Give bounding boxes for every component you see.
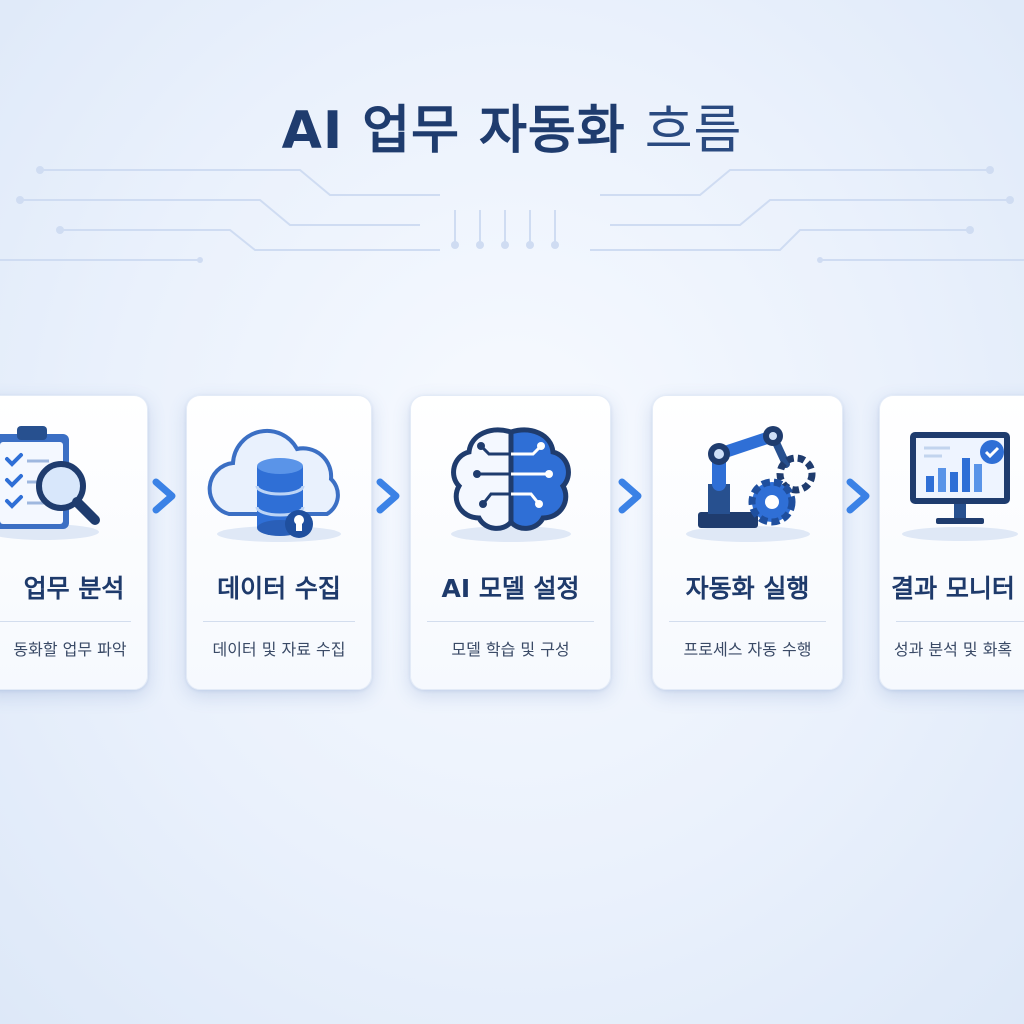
divider [669,621,826,622]
circuit-decoration [0,166,1024,263]
step-title: AI 모델 설정 [441,574,580,603]
monitor-chart-icon [875,414,1024,549]
step-desc: 모델 학습 및 구성 [451,640,570,659]
step-card-data: 데이터 수집 데이터 및 자료 수집 [186,395,372,690]
robot-arm-gear-icon [653,414,842,549]
cloud-database-icon [187,414,371,549]
chevron-right-icon [618,478,642,514]
step-card-analysis: 업무 분석 동화할 업무 파악 [0,395,148,690]
step-title: 데이터 수집 [217,574,341,603]
step-desc: 데이터 및 자료 수집 [212,640,346,659]
title-main: AI 업무 자동화 [281,101,626,161]
clipboard-magnifier-icon [0,414,127,549]
divider [896,621,1024,622]
step-card-monitor: 결과 모니터 성과 분석 및 화혹 [879,395,1024,690]
step-title: 업무 분석 [23,574,125,603]
circuit-brain-icon [411,414,610,549]
step-title: 자동화 실행 [685,574,810,603]
divider [0,621,131,622]
chevron-right-icon [376,478,400,514]
step-card-ai-model: AI 모델 설정 모델 학습 및 구성 [410,395,611,690]
page-title: AI 업무 자동화 흐름 [0,88,1024,163]
step-card-automation: 자동화 실행 프로세스 자동 수행 [652,395,843,690]
divider [427,621,594,622]
step-title: 결과 모니터 [891,574,1015,603]
step-desc: 프로세스 자동 수행 [683,640,812,659]
title-suffix: 흐름 [644,101,743,161]
step-desc: 성과 분석 및 화혹 [893,640,1013,659]
step-desc: 동화할 업무 파악 [13,640,127,659]
divider [203,621,355,622]
chevron-right-icon [846,478,870,514]
chevron-right-icon [152,478,176,514]
